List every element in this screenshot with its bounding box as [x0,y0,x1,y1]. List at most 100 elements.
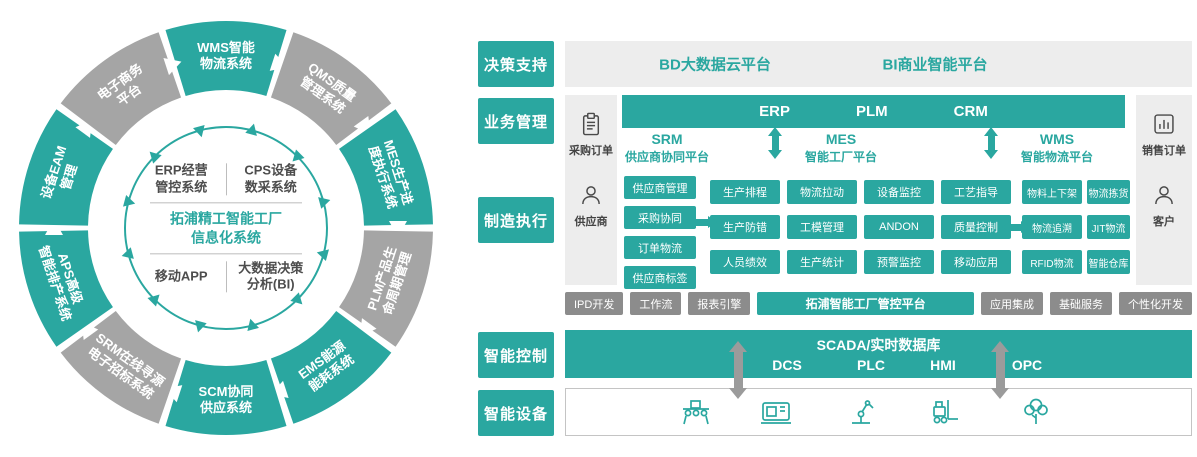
supplier-label: 供应商 [574,216,608,228]
service-box: 个性化开发 [1119,292,1192,315]
ring-center: ERP经营管控系统 CPS设备数采系统 拓浦精工智能工厂信息化系统 移动APP … [140,162,312,293]
wms-module-box: JIT物流 [1087,215,1130,239]
ring-chart [19,20,433,435]
vertical-arrow-icon [729,341,747,399]
mes-module-box: 生产排程 [710,180,780,204]
service-box: 基础服务 [1050,292,1112,315]
ring-segment [165,20,287,97]
ring-segment [339,230,433,347]
srm-module-box: 采购协同 [624,206,696,229]
supplier-icon [578,182,604,208]
srm-module-box: 订单物流 [624,236,696,259]
service-box: IPD开发 [565,292,624,315]
wms-module-box: 物流追溯 [1022,215,1082,239]
divider [225,163,227,196]
scada-title: SCADA/实时数据库 [816,337,941,353]
scada-bar: SCADA/实时数据库 DCS PLC HMI OPC [565,330,1192,378]
mes-module-box: 人员绩效 [710,250,780,274]
vertical-arrow-icon [984,127,998,159]
gear-tooth-icon [121,247,134,259]
row-label-business-management: 业务管理 [478,98,554,144]
ring-segment [60,32,182,145]
hmi-label: HMI [930,357,956,373]
ring-segment [270,32,392,145]
purchase-supplier-strip: 采购订单 供应商 [565,95,617,285]
service-box: 工作流 [630,292,682,315]
forklift-icon [928,394,964,430]
gear-tooth-icon [316,249,329,261]
decision-support-bar: BD大数据云平台 BI商业智能平台 [565,41,1192,87]
customer-label: 客户 [1153,216,1175,228]
opc-label: OPC [1011,357,1043,373]
sales-order-label: 销售订单 [1142,145,1186,157]
dcs-label: DCS [772,357,802,373]
customer-icon [1151,182,1177,208]
plc-label: PLC [857,357,885,373]
wms-module-box: RFID物流 [1022,250,1082,274]
segment-arrow-icon [81,321,99,341]
bd-bigdata-platform: BD大数据云平台 [659,56,771,74]
mes-module-box: 生产防错 [710,215,780,239]
platform-services-row: IPD开发工作流报表引擎拓浦智能工厂管控平台应用集成基础服务个性化开发 [565,292,1192,315]
center-bigdata-bi: 大数据决策分析(BI) [238,259,304,292]
divider [225,260,227,293]
gear-tooth-icon [147,294,160,307]
ring-segment [19,109,113,226]
ring-segment [60,311,182,424]
center-erp-system: ERP经营管控系统 [154,162,208,195]
row-label-intelligent-control: 智能控制 [478,332,554,378]
mes-module-box: 移动应用 [941,250,1011,274]
gear-tooth-icon [290,292,303,305]
divider [150,252,302,254]
center-cps-system: CPS设备数采系统 [244,162,298,195]
plm-label: PLM [856,103,888,120]
vertical-arrow-icon [768,127,782,159]
tree-icon [1018,394,1054,430]
crm-label: CRM [953,103,988,120]
horizontal-arrow-icon [1002,221,1030,233]
center-mobile-app: 移动APP [154,268,208,284]
service-box: 应用集成 [981,292,1043,315]
architecture-diagram: 决策支持 业务管理 制造执行 智能控制 智能设备 BD大数据云平台 BI商业智能… [466,0,1197,457]
gear-tooth-icon [193,125,205,138]
mes-module-box: 物流拉动 [787,180,857,204]
srm-modules-grid: 供应商管理采购协同订单物流供应商标签 [624,176,696,289]
segment-arrow-icon [75,119,93,138]
vertical-arrow-icon [991,341,1009,399]
robot-arm-icon [843,394,879,430]
erp-label: ERP [759,103,790,120]
wms-module-box: 物料上下架 [1022,180,1082,204]
sales-chart-icon [1151,111,1177,137]
gear-tooth-icon [247,318,259,331]
row-label-manufacturing-execution: 制造执行 [478,197,554,243]
segment-arrow-icon [45,219,63,235]
ring-segment [19,230,113,347]
srm-module-box: 供应商管理 [624,176,696,199]
wms-module-box: 智能仓库 [1087,250,1130,274]
segment-arrow-icon [163,58,182,76]
gear-ring-icon [124,126,328,330]
erp-plm-crm-bar: ERP PLM CRM [622,95,1125,128]
horizontal-arrow-icon [687,216,717,228]
row-label-decision-support: 决策支持 [478,41,554,87]
divider [150,202,302,204]
row-label-intelligent-equipment: 智能设备 [478,390,554,436]
mes-module-box: ANDON [864,215,934,239]
ring-segment [339,109,433,226]
segment-arrow-icon [359,318,377,337]
cnc-machine-icon [758,394,794,430]
mes-module-box: 生产统计 [787,250,857,274]
sales-customer-strip: 销售订单 客户 [1136,95,1192,285]
mes-module-box: 工艺指导 [941,180,1011,204]
center-title: 拓浦精工智能工厂信息化系统 [170,210,282,245]
workbench-icon [678,394,714,430]
clipboard-icon [578,111,604,137]
mes-module-box: 预警监控 [864,250,934,274]
